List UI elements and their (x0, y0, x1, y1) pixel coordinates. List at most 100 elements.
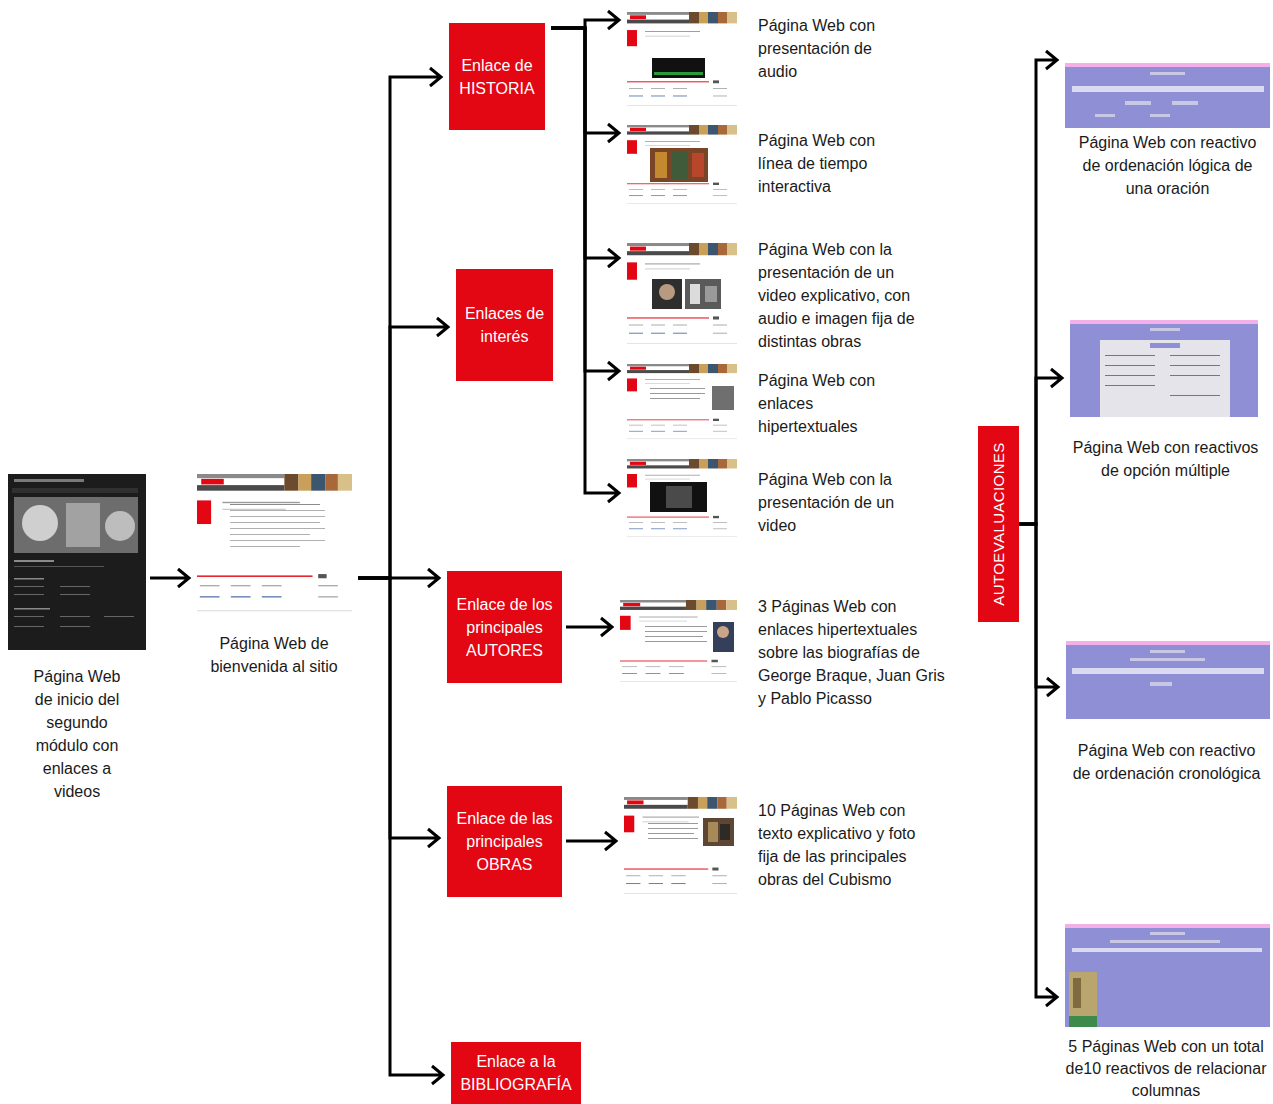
quiz-thumbnail-part (1150, 328, 1180, 331)
quiz-thumbnail-part (1066, 641, 1270, 645)
quiz-thumbnail-part (1150, 650, 1185, 653)
flow-arrow (1019, 524, 1058, 696)
caption-text: Página Web con reactivo de ordenación ló… (1070, 131, 1265, 200)
section-label: AUTOEVALUACIONES (990, 442, 1008, 605)
works-page-thumbnail-part (648, 828, 698, 829)
page-thumbnail: Página Web de inicio del segundo módulo … (8, 474, 146, 650)
timeline-page-thumbnail-part (650, 148, 708, 182)
caption-text: Página Web de bienvenida al sitio (199, 632, 349, 678)
quiz-thumbnail-part (1150, 114, 1170, 117)
link-box: Enlace de las principales OBRAS (447, 786, 562, 897)
timeline-page-thumbnail-part (627, 125, 737, 205)
quiz-thumbnail-part (1066, 641, 1270, 719)
flow-arrow (358, 68, 441, 578)
welcome-thumbnail-part (230, 540, 325, 541)
hypertext-page-thumbnail-part (650, 393, 705, 394)
home-thumbnail-part (105, 511, 135, 541)
authors-page-thumbnail (620, 600, 737, 683)
page-thumbnail: Página Web de bienvenida al sitio (197, 474, 352, 613)
page-thumbnail: Página Web con la presentación de un vid… (627, 243, 737, 345)
quiz-thumbnail-part (1072, 668, 1264, 674)
works-page-thumbnail-part (624, 797, 737, 895)
audio-page-thumbnail-part (652, 58, 705, 78)
home-thumbnail-part (104, 616, 134, 617)
audio-page-thumbnail (627, 12, 737, 107)
caption-text: 10 Páginas Web con texto explicativo y f… (758, 799, 930, 891)
video-explainer-thumbnail-part (659, 284, 675, 300)
works-page-thumbnail-part (703, 818, 734, 846)
page-thumbnail: Página Web con reactivo de ordenación cr… (1066, 641, 1270, 719)
authors-page-thumbnail-part (645, 641, 707, 642)
quiz-thumbnail-part (1170, 365, 1220, 366)
authors-page-thumbnail-part (645, 631, 707, 632)
hypertext-page-thumbnail (627, 364, 737, 440)
page-thumbnail: Página Web con reactivo de ordenación ló… (1065, 63, 1270, 128)
caption-text: 5 Páginas Web con un total de10 reactivo… (1061, 1036, 1271, 1102)
home-thumbnail-part (14, 608, 50, 610)
caption-text: Página Web de inicio del segundo módulo … (27, 665, 127, 803)
page-thumbnail: 10 Páginas Web con texto explicativo y f… (624, 797, 737, 895)
link-label: Enlaces de interés (460, 302, 549, 348)
home-thumbnail-part (66, 503, 100, 547)
quiz-thumbnail-part (1095, 114, 1115, 117)
quiz-thumbnail (1070, 320, 1258, 417)
video-explainer-thumbnail-part (652, 279, 682, 309)
link-box: Enlaces de interés (456, 269, 553, 381)
caption-text: Página Web con reactivos de opción múlti… (1068, 436, 1263, 482)
works-page-thumbnail-part (720, 824, 730, 840)
link-label: Enlace de los principales AUTORES (451, 593, 558, 662)
authors-page-thumbnail-part (713, 622, 734, 652)
link-box: Enlace a la BIBLIOGRAFÍA (451, 1042, 581, 1104)
home-thumbnail-part (60, 616, 90, 617)
flow-arrow (1019, 51, 1057, 524)
welcome-thumbnail-part (230, 546, 300, 547)
authors-page-thumbnail-part (620, 600, 737, 683)
quiz-thumbnail-part (1130, 658, 1205, 661)
flow-arrow (1019, 369, 1062, 524)
timeline-page-thumbnail-part (655, 152, 667, 178)
authors-page-thumbnail-part (645, 626, 707, 627)
quiz-thumbnail-part (1105, 365, 1155, 366)
quiz-thumbnail-part (1070, 320, 1258, 417)
video-page-thumbnail-part (627, 459, 737, 538)
link-box: Enlace de los principales AUTORES (447, 571, 562, 683)
flow-arrow (566, 618, 612, 636)
audio-page-thumbnail-part (627, 12, 737, 107)
caption-text: Página Web con presentación de audio (758, 14, 898, 83)
home-thumbnail-part (14, 566, 104, 567)
page-thumbnail: Página Web con la presentación de un vid… (627, 459, 737, 538)
home-thumbnail-part (14, 626, 44, 627)
welcome-thumbnail-part (197, 474, 352, 613)
home-thumbnail-part (60, 626, 90, 627)
page-thumbnail: Página Web con línea de tiempo interacti… (627, 125, 737, 205)
home-thumbnail-part (14, 586, 44, 587)
quiz-thumbnail (1065, 924, 1270, 1027)
quiz-thumbnail-part (1125, 101, 1151, 105)
quiz-thumbnail-part (1073, 978, 1081, 1008)
works-page-thumbnail-part (648, 833, 694, 834)
quiz-thumbnail-part (1072, 948, 1262, 952)
quiz-thumbnail-part (1065, 924, 1270, 928)
home-thumbnail-part (22, 505, 58, 541)
quiz-thumbnail-part (1150, 932, 1185, 935)
link-label: Enlace a la BIBLIOGRAFÍA (455, 1050, 577, 1096)
quiz-thumbnail (1065, 63, 1270, 128)
welcome-thumbnail-part (230, 534, 310, 535)
hypertext-page-thumbnail-part (627, 364, 737, 440)
quiz-thumbnail-part (1170, 355, 1220, 356)
home-thumbnail-part (14, 497, 138, 553)
quiz-thumbnail-part (1110, 940, 1220, 943)
video-page-thumbnail-part (666, 486, 692, 508)
section-band: AUTOEVALUACIONES (978, 426, 1019, 622)
welcome-thumbnail-part (230, 516, 325, 517)
caption-text: 3 Páginas Web con enlaces hipertextuales… (758, 595, 946, 710)
quiz-thumbnail-part (1069, 1016, 1097, 1027)
authors-page-thumbnail-part (645, 636, 703, 637)
caption-text: Página Web con enlaces hipertextuales (758, 369, 898, 438)
home-thumbnail-part (60, 586, 90, 587)
audio-page-thumbnail-part (654, 72, 703, 75)
home-thumbnail-part (14, 560, 54, 562)
quiz-thumbnail-part (1072, 86, 1264, 92)
video-page-thumbnail (627, 459, 737, 538)
